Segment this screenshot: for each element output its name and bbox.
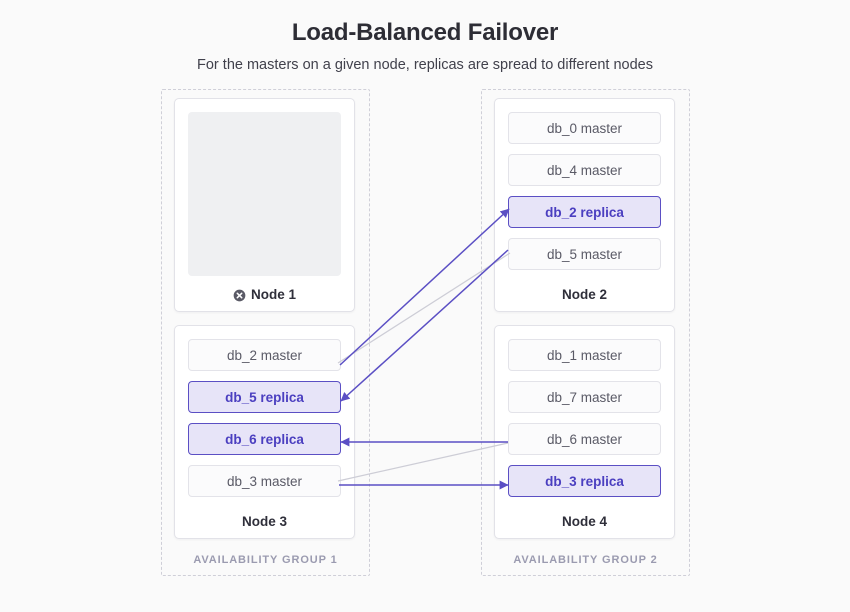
node-2-label-text: Node 2 (561, 287, 607, 302)
node-3-label-text: Node 3 (241, 514, 287, 529)
db-box-db_2-master[interactable]: db_2 master (188, 339, 341, 371)
db-box-db_5-replica[interactable]: db_5 replica (188, 381, 341, 413)
db-box-db_5-master[interactable]: db_5 master (508, 238, 661, 270)
db-box-db_0-master[interactable]: db_0 master (508, 112, 661, 144)
db-box-db_7-master[interactable]: db_7 master (508, 381, 661, 413)
page-subtitle: For the masters on a given node, replica… (197, 57, 653, 73)
x-circle-icon (233, 289, 246, 302)
node-card-node-2[interactable]: db_0 master db_4 master db_2 replica db_… (494, 98, 675, 312)
node-4-label-text: Node 4 (561, 514, 607, 529)
node-card-node-1[interactable]: Node 1 (174, 98, 355, 312)
node-3-database-list: db_2 master db_5 replica db_6 replica db… (188, 339, 341, 497)
node-2-database-list: db_0 master db_4 master db_2 replica db_… (508, 112, 661, 270)
node-card-node-3[interactable]: db_2 master db_5 replica db_6 replica db… (174, 325, 355, 539)
availability-group-2-label: AVAILABILITY GROUP 2 (513, 554, 658, 566)
node-2-label: Node 2 (495, 287, 674, 302)
node-1-label: Node 1 (175, 287, 354, 302)
db-box-db_2-replica[interactable]: db_2 replica (508, 196, 661, 228)
node-1-label-text: Node 1 (250, 287, 296, 302)
node-4-database-list: db_1 master db_7 master db_6 master db_3… (508, 339, 661, 497)
db-box-db_1-master[interactable]: db_1 master (508, 339, 661, 371)
db-box-db_6-master[interactable]: db_6 master (508, 423, 661, 455)
node-card-node-4[interactable]: db_1 master db_7 master db_6 master db_3… (494, 325, 675, 539)
db-box-db_3-master[interactable]: db_3 master (188, 465, 341, 497)
header: Load-Balanced Failover For the masters o… (0, 18, 850, 75)
db-box-db_3-replica[interactable]: db_3 replica (508, 465, 661, 497)
node-4-label: Node 4 (495, 514, 674, 529)
db-box-db_6-replica[interactable]: db_6 replica (188, 423, 341, 455)
db-box-db_4-master[interactable]: db_4 master (508, 154, 661, 186)
availability-group-1-label: AVAILABILITY GROUP 1 (193, 554, 338, 566)
node-3-label: Node 3 (175, 514, 354, 529)
node-1-empty-slot (188, 112, 341, 276)
page-title: Load-Balanced Failover (291, 19, 559, 46)
